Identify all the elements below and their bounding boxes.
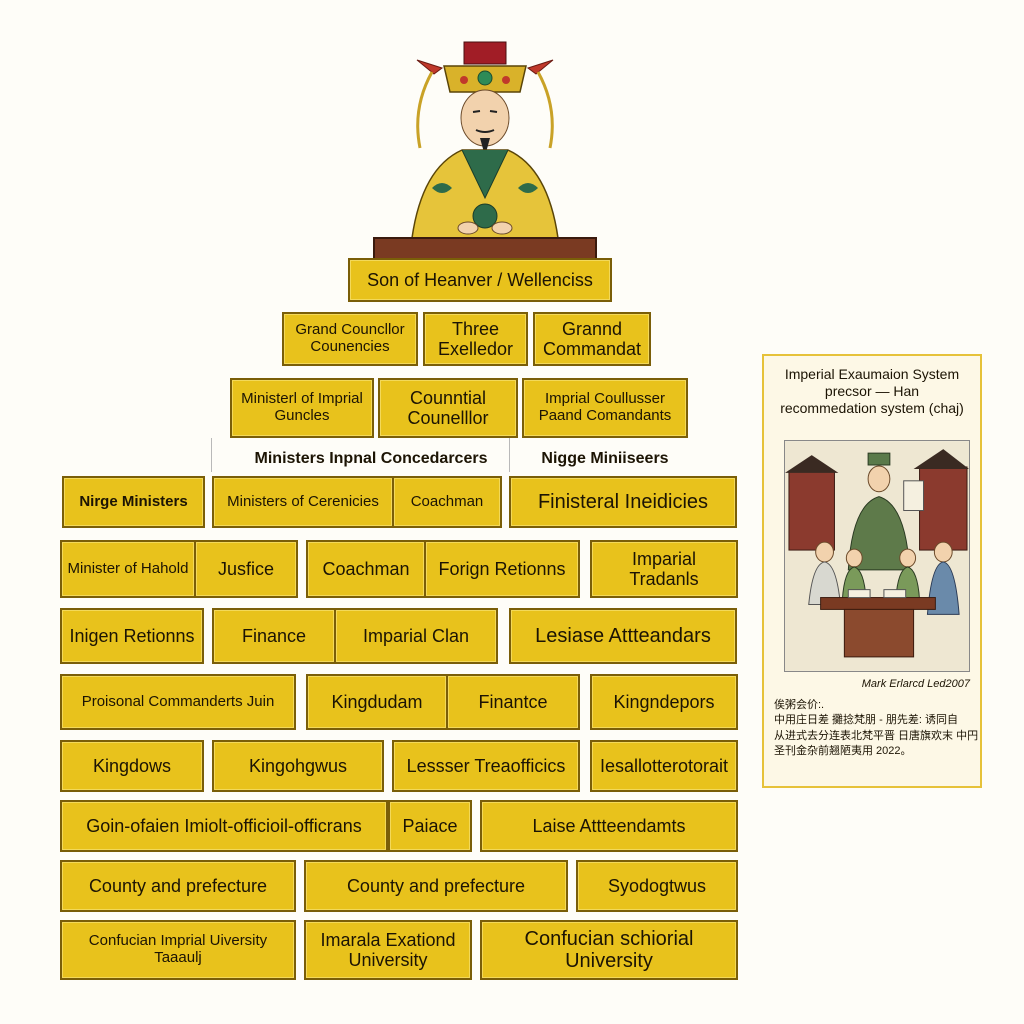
- row7-box0-label: Kingdows: [92, 755, 172, 776]
- row10-box1-label: Imarala Exationd University: [320, 929, 456, 970]
- row8-box2: Laise Attteendamts: [480, 800, 738, 852]
- row3-box3: Finisteral Ineidicies: [509, 476, 737, 528]
- row0-box1-label: Three Exelledor: [437, 318, 514, 359]
- row7-box1-label: Kingohgwus: [248, 755, 348, 776]
- panel-note-line: 中用庄日差 攤捻梵朋 - 朋先差: 诱同自: [774, 714, 958, 727]
- row0-box1: Three Exelledor: [423, 312, 528, 366]
- row3-box2: Coachman: [392, 476, 502, 528]
- row1-box2-label: Imprial Coullusser Paand Comandants: [538, 390, 672, 424]
- row3-box2-label: Coachman: [410, 492, 484, 510]
- row4-box2: Coachman: [306, 540, 424, 598]
- row6-box0: Proisonal Commanderts Juin: [60, 674, 296, 730]
- row6-box2-label: Finantce: [478, 691, 548, 712]
- panel-title-line: Imperial Exaumaion System: [784, 366, 960, 382]
- row5-box2: Imparial Clan: [334, 608, 498, 664]
- row4-box2-label: Coachman: [322, 558, 410, 579]
- panel-title: Imperial Exaumaion System precsor — Han …: [764, 366, 980, 416]
- row6-box2: Finantce: [446, 674, 580, 730]
- row1-box2: Imprial Coullusser Paand Comandants: [522, 378, 688, 438]
- row7-box0: Kingdows: [60, 740, 204, 792]
- row3-box3-label: Finisteral Ineidicies: [537, 490, 709, 513]
- row1-box1-label: Counntial Counelllor: [407, 387, 489, 428]
- row4-box0: Minister of Hahold: [60, 540, 194, 598]
- panel-notes: 俟粥会价:. 中用庄日差 攤捻梵朋 - 朋先差: 诱同自 从进式去分连表北梵平晋…: [774, 698, 979, 760]
- row1-box1: Counntial Counelllor: [378, 378, 518, 438]
- row6-box0-label: Proisonal Commanderts Juin: [81, 692, 275, 710]
- row10-box1: Imarala Exationd University: [304, 920, 472, 980]
- row9-box2: Syodogtwus: [576, 860, 738, 912]
- row9-box1-label: County and prefecture: [346, 875, 526, 896]
- row5-box1-label: Finance: [241, 625, 307, 646]
- row9-box2-label: Syodogtwus: [607, 875, 707, 896]
- row8-box1: Paiace: [388, 800, 472, 852]
- row3-box1: Ministers of Cerenicies: [212, 476, 392, 528]
- row5-box1: Finance: [212, 608, 334, 664]
- row5-box3: Lesiase Attteandars: [509, 608, 737, 664]
- row6-box1: Kingdudam: [306, 674, 446, 730]
- row3-box0: Nirge Ministers: [62, 476, 205, 528]
- row5-box2-label: Imparial Clan: [362, 625, 470, 646]
- connector-line: [211, 438, 212, 472]
- row6-box1-label: Kingdudam: [331, 691, 423, 712]
- row8-box0-label: Goin-ofaien Imiolt-officioil-officrans: [86, 815, 362, 836]
- panel-note-line: 俟粥会价:.: [774, 699, 825, 711]
- connector-line: [509, 438, 510, 472]
- row3-box0-label: Nirge Ministers: [79, 492, 188, 510]
- row4-box4-label: Imparial Tradanls: [629, 548, 699, 589]
- row4-box1: Jusfice: [194, 540, 298, 598]
- row7-box3-label: Iesallotterotorait: [599, 755, 729, 776]
- row7-box1: Kingohgwus: [212, 740, 384, 792]
- row9-box0: County and prefecture: [60, 860, 296, 912]
- row5-box3-label: Lesiase Attteandars: [535, 624, 711, 647]
- panel-note-line: 圣刊金杂前翘陋夷用 2022。: [774, 745, 912, 758]
- examination-scene-icon: [784, 440, 970, 672]
- row4-box0-label: Minister of Hahold: [67, 559, 189, 577]
- row0-box0: Grand Councllor Counencies: [282, 312, 418, 366]
- row0-box2: Grannd Commandat: [533, 312, 651, 366]
- row4-box4: Imparial Tradanls: [590, 540, 738, 598]
- row8-box2-label: Laise Attteendamts: [532, 815, 686, 836]
- row4-box3-label: Forign Retionns: [438, 558, 566, 579]
- panel-caption: Mark Erlarcd Led2007: [861, 678, 970, 690]
- row3-box1-label: Ministers of Cerenicies: [227, 492, 379, 510]
- row4-box3: Forign Retionns: [424, 540, 580, 598]
- row2-label0: Ministers Inpnal Concedarcers: [254, 450, 488, 467]
- row0-box2-label: Grannd Commandat: [542, 318, 642, 359]
- row7-box3: Iesallotterotorait: [590, 740, 738, 792]
- row1-box0-label: Ministerl of Imprial Guncles: [241, 390, 363, 424]
- imperial-exam-panel: Imperial Exaumaion System precsor — Han …: [762, 354, 982, 788]
- row4-box1-label: Jusfice: [217, 558, 275, 579]
- row6-box3-label: Kingndepors: [613, 691, 715, 712]
- row7-box2-label: Lessser Treaofficics: [406, 755, 566, 776]
- panel-title-line: recommedation system (chaj): [780, 399, 964, 416]
- row10-box2: Confucian schiorial University: [480, 920, 738, 980]
- row2-label1: Nigge Miniiseers: [541, 450, 669, 467]
- row5-box0-label: Inigen Retionns: [69, 625, 195, 646]
- emperor-figure-icon: [373, 41, 597, 261]
- row5-box0: Inigen Retionns: [60, 608, 204, 664]
- row9-box1: County and prefecture: [304, 860, 568, 912]
- row7-box2: Lessser Treaofficics: [392, 740, 580, 792]
- top-box-label: Son of Heanver / Wellenciss: [367, 269, 593, 290]
- row10-box0-label: Confucian Imprial Uiversity Taaaulj: [88, 932, 268, 966]
- row1-box0: Ministerl of Imprial Guncles: [230, 378, 374, 438]
- row9-box0-label: County and prefecture: [88, 875, 268, 896]
- row6-box3: Kingndepors: [590, 674, 738, 730]
- row0-box0-label: Grand Councllor Counencies: [295, 321, 405, 355]
- row8-box0: Goin-ofaien Imiolt-officioil-officrans: [60, 800, 388, 852]
- panel-note-line: 从进式去分连表北梵平晋 日唐旗欢末 中円: [774, 729, 979, 742]
- top-box: Son of Heanver / Wellenciss: [348, 258, 612, 302]
- row10-box2-label: Confucian schiorial University: [524, 927, 694, 972]
- row10-box0: Confucian Imprial Uiversity Taaaulj: [60, 920, 296, 980]
- row8-box1-label: Paiace: [402, 815, 458, 836]
- panel-title-line: precsor — Han: [824, 382, 920, 399]
